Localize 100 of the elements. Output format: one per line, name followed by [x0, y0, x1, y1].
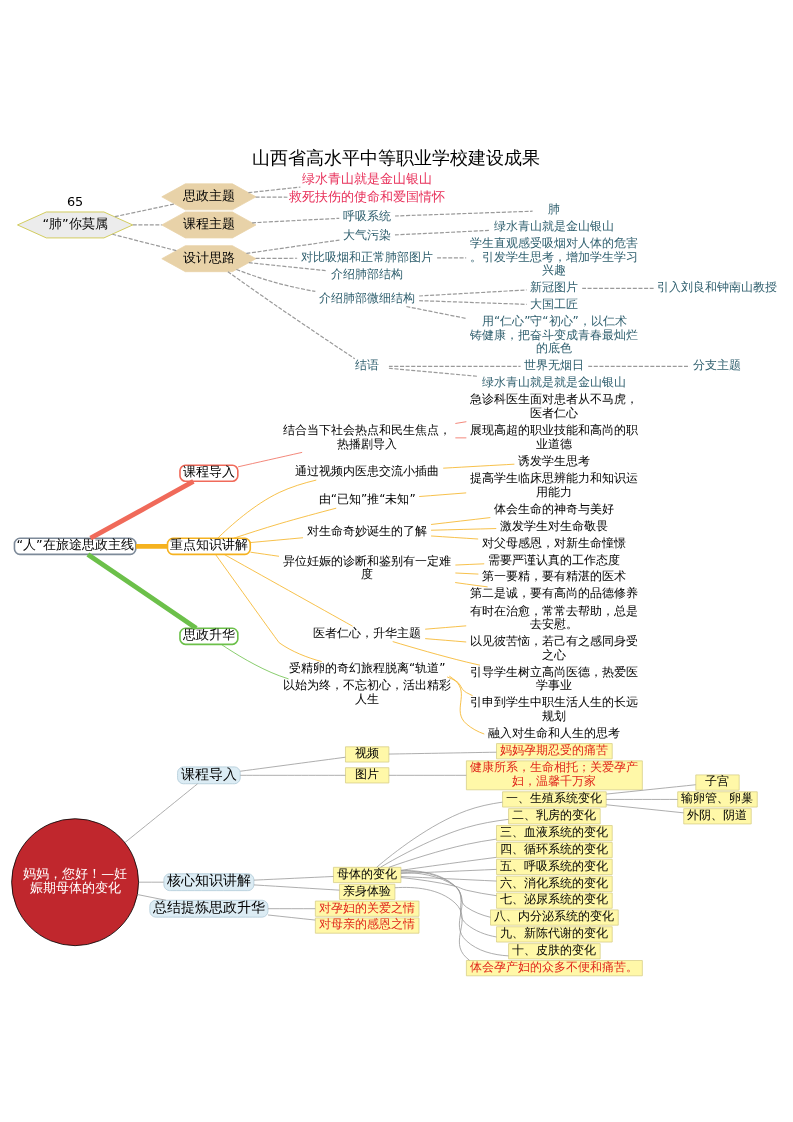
node-text: 对父母感恩，对新生命憧憬: [482, 535, 627, 550]
connector: [217, 479, 317, 539]
node-text: 绿水青山就是金山银山: [302, 171, 433, 187]
connector: [454, 582, 488, 588]
connector: [587, 365, 691, 367]
connector: [227, 271, 356, 360]
node-box: 体会孕产妇的众多不便和痛苦。: [466, 960, 643, 977]
node-box: 一、生殖系统变化: [502, 791, 607, 808]
connector: [394, 887, 470, 961]
connector: [247, 186, 301, 194]
connector: [132, 224, 163, 226]
connector: [233, 507, 337, 539]
connector: [454, 563, 485, 566]
connector: [239, 756, 346, 772]
connector: [605, 799, 679, 800]
connector: [124, 783, 198, 843]
connector: [430, 535, 479, 540]
connector: [388, 367, 479, 377]
node-text: 大气污染: [343, 228, 392, 243]
node-text: 融入对生命和人生的思考: [488, 726, 621, 741]
node-box: 输卵管、卵巢: [677, 791, 758, 808]
node-box: “人”在旅途思政主线: [13, 537, 137, 556]
node-box: 妈妈孕期忍受的痛苦: [496, 743, 613, 760]
node-box: 三、血液系统的变化: [496, 825, 613, 842]
connector: [448, 675, 485, 735]
connector: [454, 437, 467, 439]
node-box: 课程导入: [177, 766, 241, 785]
node-text: 引导学生树立高尚医德，热爱医学事业: [470, 664, 639, 693]
node-text: 异位妊娠的诊断和鉴别有一定难度: [283, 553, 452, 582]
connector: [235, 268, 316, 293]
node-text: 大国工匠: [530, 297, 579, 312]
label: 65: [66, 193, 84, 209]
node-box: 四、循环系统的变化: [496, 842, 613, 859]
node-box: 八、内分泌系统的变化: [490, 909, 619, 926]
node-text: 第二是诚，要有高尚的品德修养: [470, 586, 639, 601]
connector: [245, 239, 340, 255]
node-box: 亲身体验: [339, 883, 396, 900]
node-text: 绿水青山就是就是金山银山: [482, 375, 627, 390]
connector: [424, 638, 467, 643]
node-text: 急诊科医生面对患者从不马虎，医者仁心: [470, 392, 639, 420]
node-text: 激发学生对生命敬畏: [500, 518, 609, 533]
node-text: 提高学生临床思辨能力和知识运用能力: [470, 471, 639, 499]
connector: [138, 881, 165, 883]
node-text: 肺: [548, 202, 561, 217]
connector: [400, 877, 497, 897]
node-box: 六、消化系统的变化: [496, 875, 613, 892]
connector: [430, 528, 497, 531]
connector: [446, 676, 474, 697]
connector: [581, 287, 655, 290]
node-box: 总结提炼思政升华: [149, 899, 269, 918]
connector: [442, 463, 515, 469]
node-text: 结语: [355, 358, 380, 373]
connector: [267, 914, 316, 921]
node-text: 展现高超的职业技能和高尚的职业道德: [470, 422, 639, 451]
node-box: 十、皮肤的变化: [508, 943, 601, 960]
connector: [405, 305, 467, 320]
node-text: 第一要精，要有精湛的医术: [482, 569, 627, 584]
node-text: 介绍肺部结构: [331, 266, 404, 281]
connector: [388, 365, 522, 367]
connector: [248, 262, 328, 272]
node-text: 结合当下社会热点和民生焦点，热播剧导入: [283, 422, 452, 451]
connector: [605, 804, 685, 814]
connector: [137, 894, 167, 901]
connector: [454, 572, 479, 575]
node-text: 以始为终，不忘初心，活出精彩人生: [283, 678, 452, 707]
connector: [250, 537, 304, 543]
node-text: 用“仁心”守“初心”，以仁术铸健康，把奋斗变成青春最灿烂的底色: [470, 313, 639, 356]
connector: [111, 233, 178, 252]
connector: [388, 751, 497, 755]
node-box: 二、乳房的变化: [508, 808, 601, 825]
connector: [605, 784, 697, 795]
connector: [400, 870, 509, 957]
connector: [89, 479, 195, 541]
node-text: 需要严谨认真的工作态度: [488, 552, 621, 567]
connector: [221, 644, 289, 680]
node-box: 母体的变化: [333, 866, 402, 883]
node-text: 呼吸系统: [343, 208, 392, 223]
node-box: 核心知识讲解: [163, 873, 255, 891]
node-box: 对孕妇的关爱之情: [314, 900, 420, 917]
connector: [135, 543, 168, 549]
connector: [376, 801, 503, 868]
connector: [400, 856, 497, 871]
node-text: 通过视频内医患交流小插曲: [295, 464, 440, 479]
node-circle: 妈妈，您好！—妊娠期母体的变化: [11, 818, 139, 947]
connector: [255, 257, 298, 260]
node-text: 新冠图片: [530, 280, 579, 295]
node-box: 健康所系，生命相托；关爱孕产妇，温馨千万家: [466, 760, 643, 791]
node-text: 对生命奇妙诞生的了解: [307, 523, 428, 538]
node-box: 图片: [345, 767, 390, 784]
node-box: 思政升华: [179, 627, 239, 646]
node-text: 由“已知”推“未知”: [318, 492, 416, 507]
node-box: 课程导入: [179, 464, 239, 483]
connector: [394, 229, 492, 236]
node-text: 世界无烟日: [524, 358, 585, 373]
node-box: 重点知识讲解: [166, 537, 252, 556]
connector: [388, 838, 497, 868]
node-box: 视频: [345, 746, 390, 763]
connector: [237, 451, 303, 468]
connector: [400, 869, 497, 874]
connector: [251, 217, 340, 224]
